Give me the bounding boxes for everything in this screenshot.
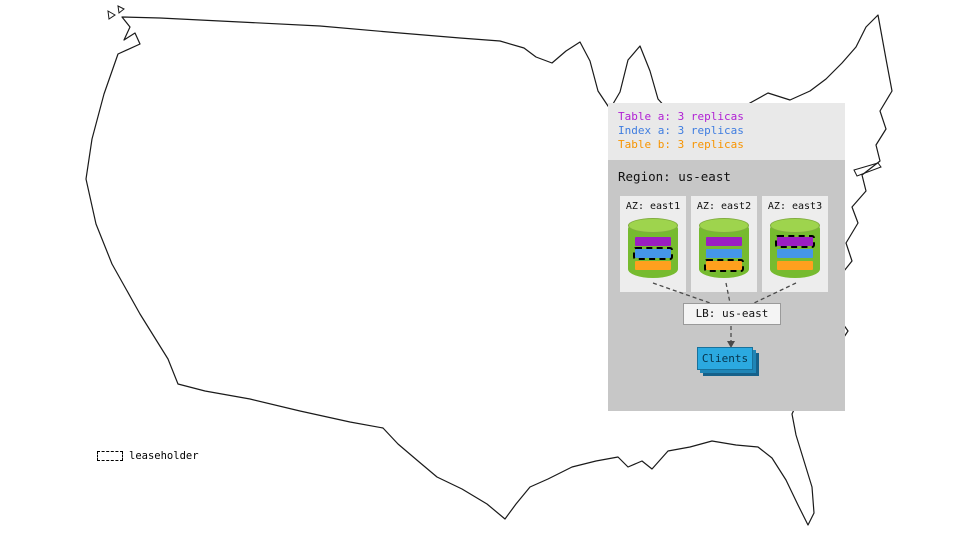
- az-label: AZ: east3: [767, 201, 823, 212]
- cylinder-top: [628, 218, 678, 233]
- legend-index-a: Index a: 3 replicas: [618, 124, 744, 137]
- replica-index-a: [777, 249, 813, 258]
- region-title: Region: us-east: [618, 169, 731, 184]
- replica-table-b-leaseholder: [704, 259, 744, 272]
- replica-table-b: [777, 261, 813, 270]
- az-label: AZ: east2: [696, 201, 752, 212]
- load-balancer-box: LB: us-east: [683, 303, 781, 325]
- cylinder-top: [770, 218, 820, 233]
- db-cylinder-east1: [628, 218, 678, 278]
- db-cylinder-east2: [699, 218, 749, 278]
- az-box-east2: AZ: east2: [691, 196, 757, 292]
- clients-box: Clients: [697, 347, 753, 370]
- az-box-east1: AZ: east1: [620, 196, 686, 292]
- legend-table-b: Table b: 3 replicas: [618, 138, 744, 151]
- long-island: [853, 162, 882, 177]
- replica-index-a: [706, 249, 742, 258]
- az-label: AZ: east1: [625, 201, 681, 212]
- replica-table-a-leaseholder: [775, 235, 815, 248]
- cylinder-top: [699, 218, 749, 233]
- replica-table-b: [635, 261, 671, 270]
- island-northwest: [107, 5, 125, 20]
- leaseholder-swatch-icon: [97, 451, 123, 461]
- leaseholder-label: leaseholder: [129, 450, 199, 462]
- db-cylinder-east3: [770, 218, 820, 278]
- az-box-east3: AZ: east3: [762, 196, 828, 292]
- replica-index-a-leaseholder: [633, 247, 673, 260]
- replica-table-a: [635, 237, 671, 246]
- replica-table-a: [706, 237, 742, 246]
- leaseholder-legend: leaseholder: [97, 450, 199, 462]
- replica-legend: Table a: 3 replicas Index a: 3 replicas …: [608, 103, 845, 160]
- legend-table-a: Table a: 3 replicas: [618, 110, 744, 123]
